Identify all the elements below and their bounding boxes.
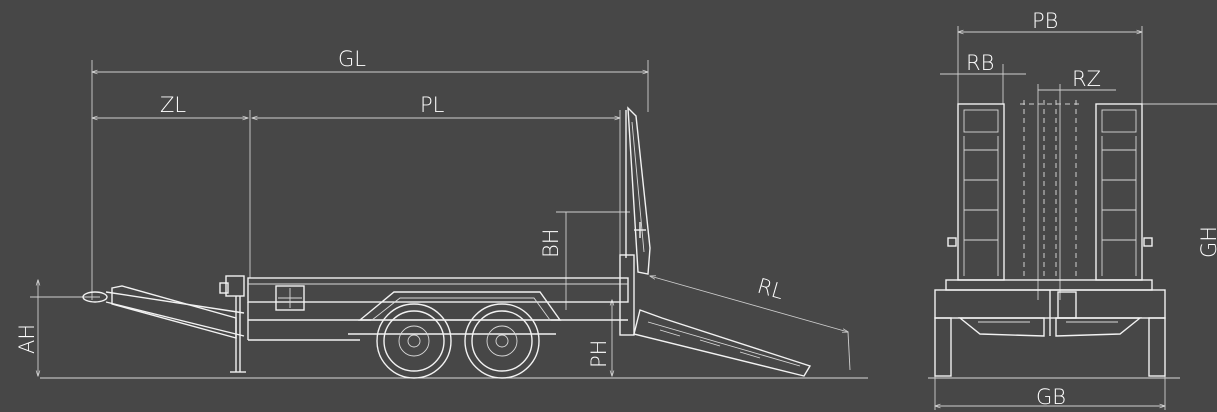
gl-dimension — [92, 60, 648, 300]
rl-label: RL — [755, 274, 787, 304]
rear-uprights — [619, 106, 651, 336]
bh-dimension — [556, 211, 630, 310]
gb-label: GB — [1036, 385, 1066, 409]
ramp-left — [957, 103, 1005, 281]
zl-label: ZL — [160, 93, 186, 117]
chassis — [247, 277, 629, 341]
rb-label: RB — [966, 51, 994, 75]
ramp-right — [1095, 103, 1143, 281]
pb-label: PB — [1032, 9, 1058, 33]
support-leg — [219, 275, 246, 373]
ph-label: PH — [587, 340, 611, 368]
gl-label: GL — [338, 47, 366, 71]
bh-label: BH — [539, 228, 563, 258]
zl-pl-dimension — [92, 110, 620, 278]
pl-label: PL — [420, 93, 445, 117]
ramp — [633, 309, 812, 377]
rear-tyres — [934, 317, 1166, 377]
rl-dimension — [650, 276, 851, 371]
rz-label: RZ — [1072, 67, 1101, 91]
gh-label: GH — [1197, 226, 1217, 258]
ah-label: AH — [15, 324, 39, 354]
wheel-rear — [464, 303, 540, 379]
side-view: GL ZL PL BH RL AH PH — [15, 47, 868, 379]
ah-dimension — [30, 280, 100, 376]
rear-chassis — [934, 237, 1166, 337]
wheel-front — [376, 303, 452, 379]
rear-view: PB RB RZ GH GB — [928, 9, 1217, 410]
drawbar — [82, 285, 245, 339]
